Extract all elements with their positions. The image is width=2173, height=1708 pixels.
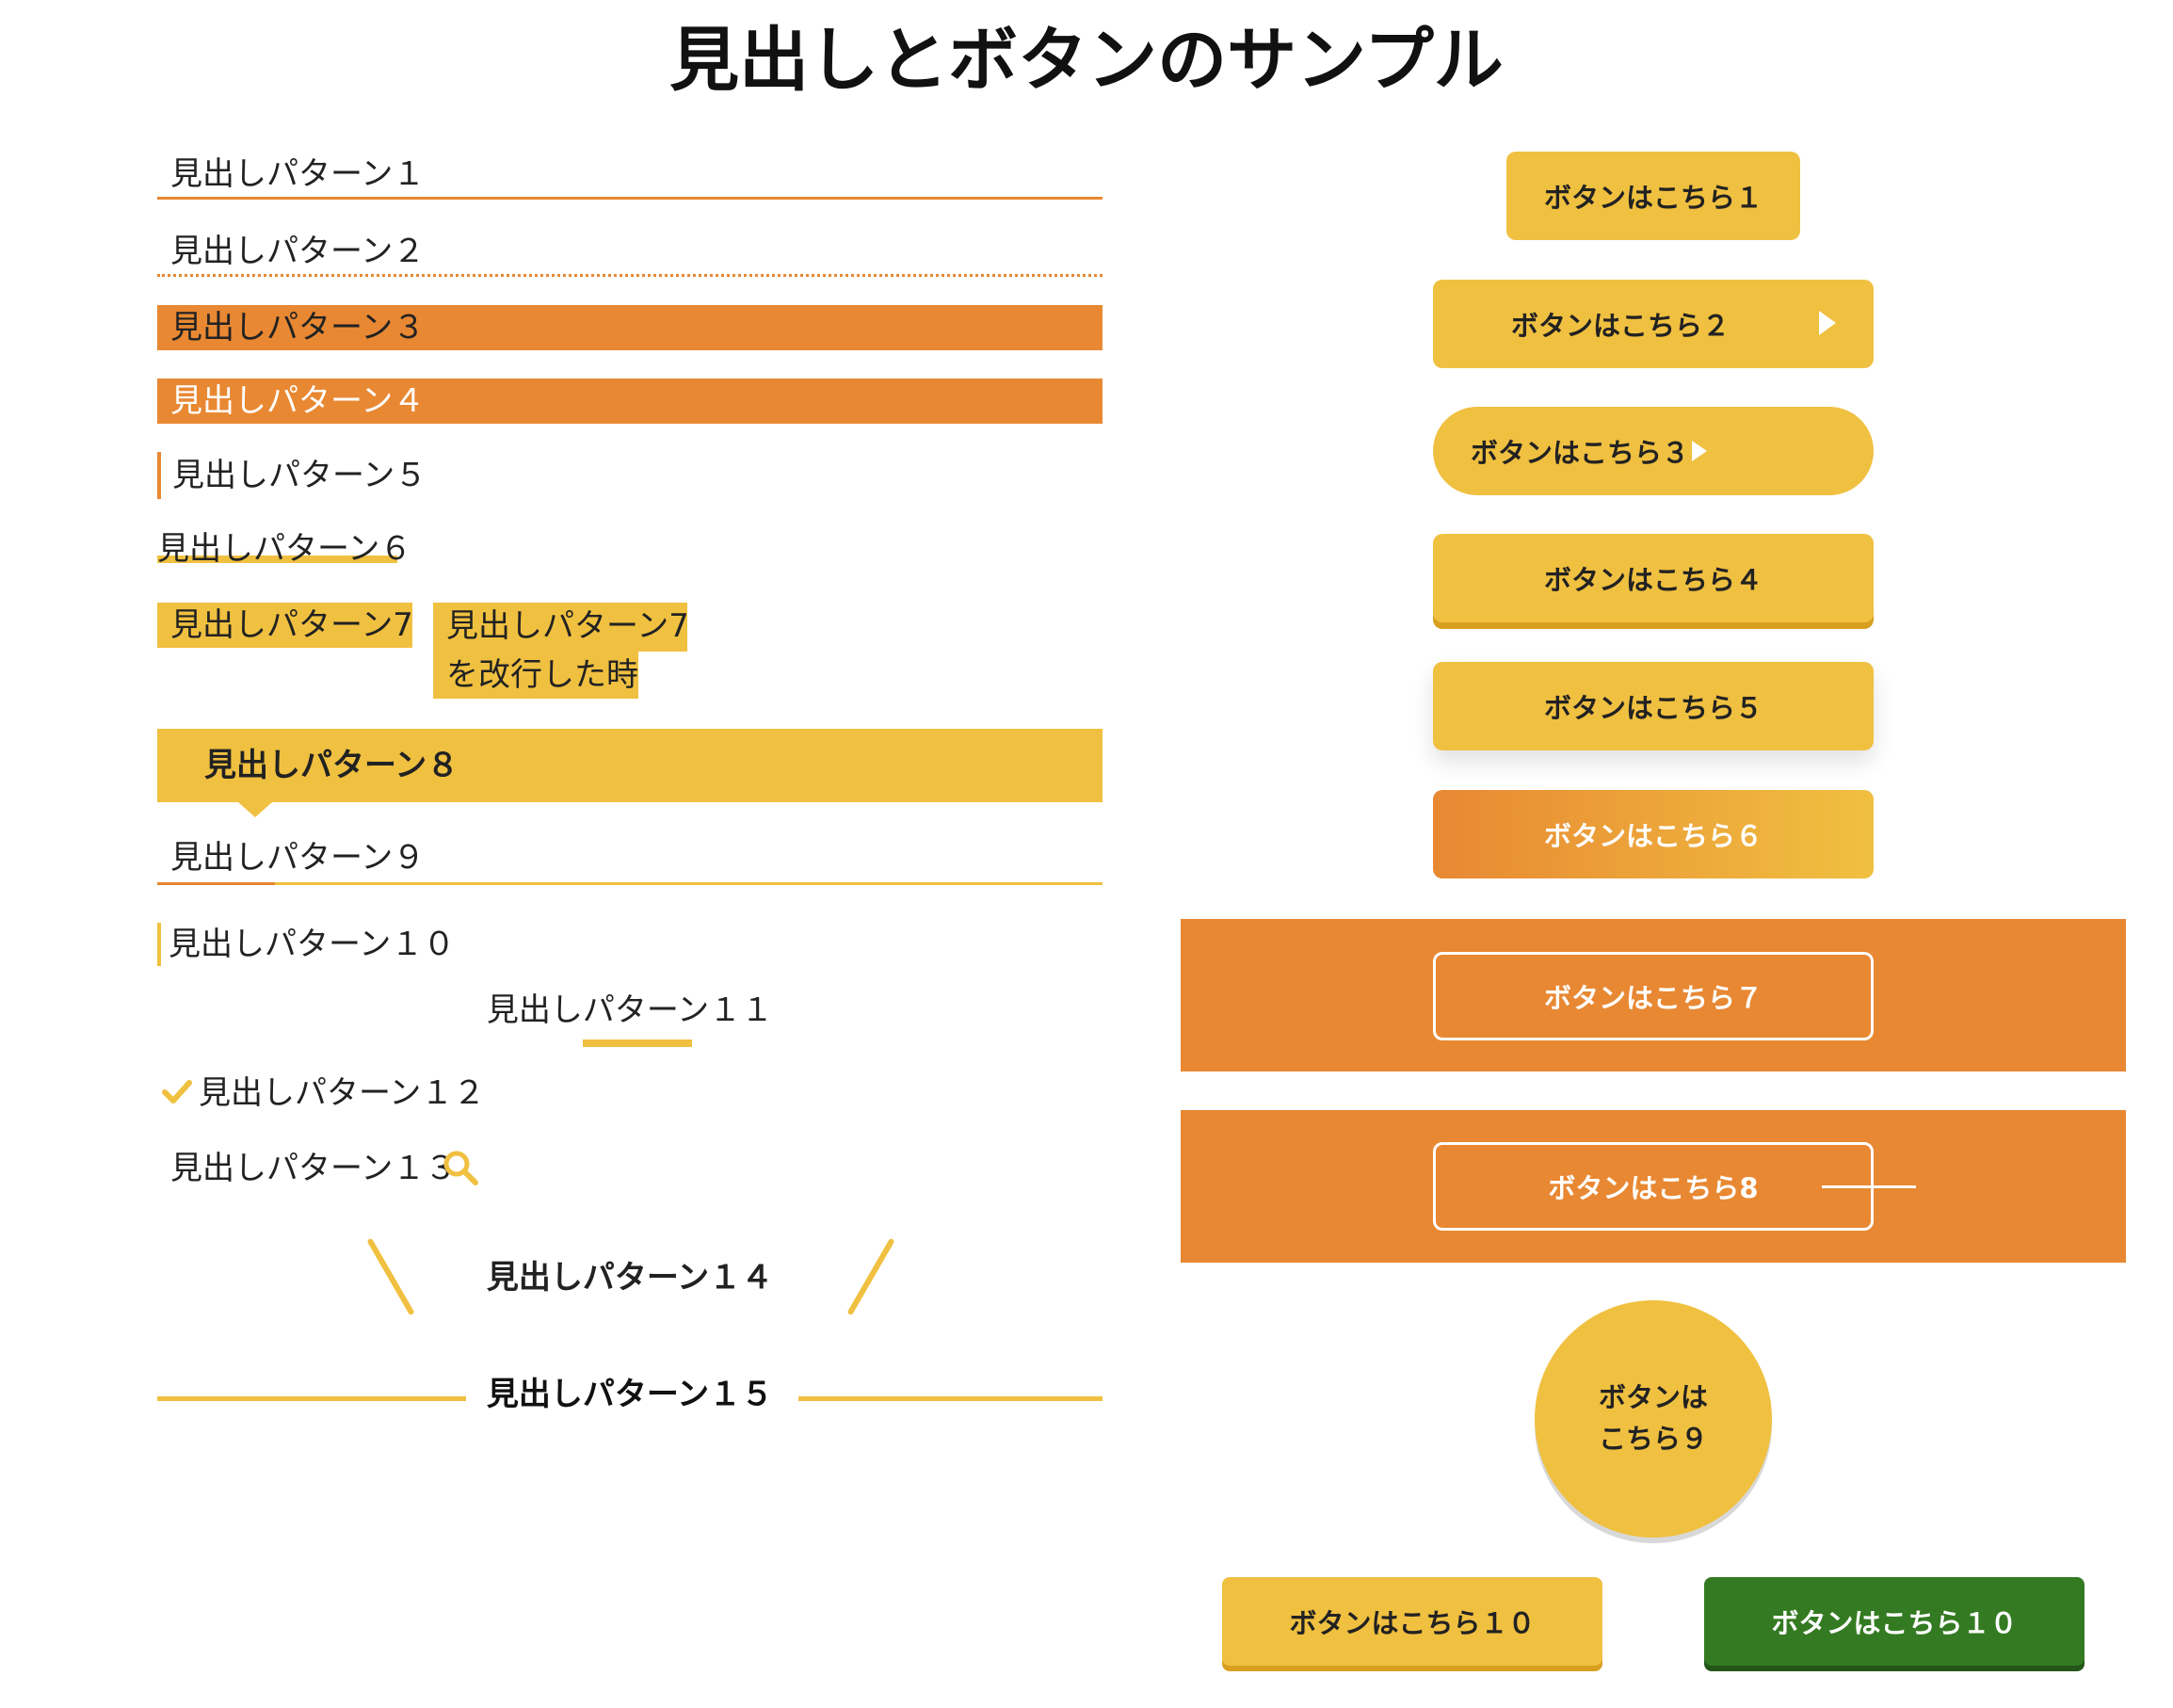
button-7-label: ボタンはこちら７	[1543, 982, 1763, 1014]
button-5-label: ボタンはこちら５	[1543, 692, 1763, 724]
button-10-green[interactable]: ボタンはこちら１０	[1704, 1577, 2084, 1666]
button-1-label: ボタンはこちら１	[1543, 182, 1763, 214]
heading-pattern-2: 見出しパターン２	[157, 226, 1103, 277]
heading-pattern-11-underline	[583, 1039, 692, 1047]
heading-pattern-15-right-line	[798, 1396, 1103, 1401]
heading-pattern-8-pointer	[238, 802, 272, 817]
checkmark-icon	[162, 1080, 192, 1104]
heading-pattern-6: 見出しパターン６	[157, 529, 411, 567]
page-title: 見出しとボタンのサンプル	[669, 20, 1504, 101]
heading-pattern-12-text: 見出しパターン１２	[199, 1074, 486, 1112]
button-4-label: ボタンはこちら４	[1543, 564, 1763, 596]
heading-pattern-7-wrapped-text-2: を改行した時	[446, 656, 638, 694]
button-9-circle[interactable]: ボタンは こちら９	[1535, 1300, 1772, 1538]
button-7-background-band	[1181, 919, 2126, 1072]
heading-pattern-14: 見出しパターン１４	[486, 1259, 774, 1297]
button-8-line-decoration	[1822, 1185, 1916, 1188]
heading-pattern-11: 見出しパターン１１	[486, 991, 774, 1029]
heading-pattern-9-text: 見出しパターン９	[170, 839, 426, 877]
heading-pattern-6-text: 見出しパターン６	[157, 530, 412, 568]
heading-pattern-7: 見出しパターン7	[157, 603, 413, 648]
button-3-label: ボタンはこちら３	[1471, 437, 1690, 469]
button-10-green-label: ボタンはこちら１０	[1771, 1607, 2018, 1639]
heading-pattern-13-text: 見出しパターン１３	[170, 1150, 458, 1187]
heading-pattern-2-text: 見出しパターン２	[170, 233, 426, 270]
button-8-background-band	[1181, 1110, 2126, 1263]
button-9-label-line-1: ボタンは	[1598, 1381, 1708, 1413]
heading-pattern-1: 見出しパターン１	[157, 149, 1103, 200]
button-2[interactable]: ボタンはこちら２	[1433, 280, 1874, 368]
heading-pattern-7-wrapped-line-1: 見出しパターン7	[433, 603, 689, 652]
heading-pattern-9-accent	[157, 882, 275, 885]
heading-pattern-13: 見出しパターン１３	[157, 1147, 534, 1190]
triangle-right-icon	[1692, 441, 1707, 461]
button-6[interactable]: ボタンはこちら６	[1433, 790, 1874, 878]
button-2-label: ボタンはこちら２	[1510, 310, 1730, 342]
search-icon	[443, 1151, 478, 1185]
heading-pattern-10: 見出しパターン１０	[157, 923, 455, 966]
heading-pattern-4-text: 見出しパターン４	[170, 382, 426, 420]
button-8-label: ボタンはこちら8	[1548, 1172, 1759, 1204]
button-8[interactable]: ボタンはこちら8	[1433, 1142, 1874, 1231]
heading-pattern-15-left-line	[157, 1396, 466, 1401]
button-10-yellow-label: ボタンはこちら１０	[1289, 1607, 1536, 1639]
heading-pattern-15: 見出しパターン１５	[486, 1376, 774, 1413]
button-6-label: ボタンはこちら６	[1543, 820, 1763, 852]
button-1[interactable]: ボタンはこちら１	[1506, 152, 1800, 240]
button-4[interactable]: ボタンはこちら４	[1433, 534, 1874, 622]
heading-pattern-7-wrapped-line-2: を改行した時	[433, 652, 638, 699]
heading-pattern-3-text: 見出しパターン３	[170, 309, 426, 346]
button-7[interactable]: ボタンはこちら７	[1433, 952, 1874, 1040]
triangle-right-icon	[1819, 311, 1836, 335]
heading-pattern-10-text: 見出しパターン１０	[169, 926, 456, 963]
heading-pattern-9: 見出しパターン９	[157, 832, 1103, 885]
heading-pattern-6-underline	[157, 556, 397, 563]
heading-pattern-5: 見出しパターン５	[157, 452, 722, 499]
heading-pattern-3: 見出しパターン３	[157, 305, 1103, 350]
heading-pattern-8: 見出しパターン８	[157, 729, 1103, 802]
heading-pattern-5-text: 見出しパターン５	[172, 457, 427, 494]
heading-pattern-7-wrapped-text-1: 見出しパターン7	[446, 607, 689, 645]
heading-pattern-12: 見出しパターン１２	[157, 1072, 722, 1115]
button-3[interactable]: ボタンはこちら３	[1433, 407, 1874, 495]
button-5[interactable]: ボタンはこちら５	[1433, 662, 1874, 750]
heading-pattern-1-text: 見出しパターン１	[170, 155, 426, 193]
heading-pattern-7-text: 見出しパターン7	[170, 606, 413, 644]
button-10-yellow[interactable]: ボタンはこちら１０	[1222, 1577, 1602, 1666]
button-9-label-line-2: こちら９	[1598, 1423, 1708, 1455]
heading-pattern-8-text: 見出しパターン８	[204, 747, 459, 784]
heading-pattern-4: 見出しパターン４	[157, 379, 1103, 424]
